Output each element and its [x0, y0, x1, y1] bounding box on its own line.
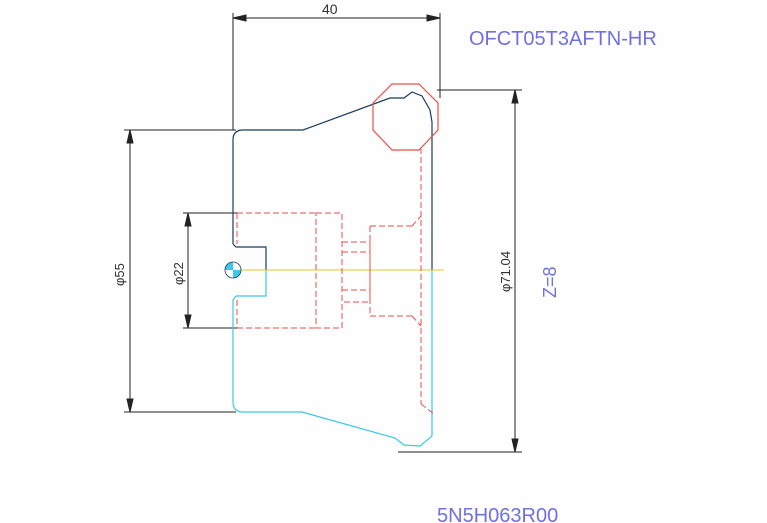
cutting-diameter-dimension [398, 89, 522, 453]
width-dimension-label: 40 [322, 1, 338, 17]
origin-marker [224, 261, 242, 279]
teeth-count-label: Z=8 [540, 266, 560, 298]
width-dimension [232, 13, 441, 130]
cutting-diameter-label: φ71.04 [498, 251, 513, 292]
tool-code-label: 5N5H063R00 [437, 505, 558, 523]
body-diameter-label: φ55 [112, 263, 127, 286]
keyway-upper [232, 243, 267, 270]
insert-code-label: OFCT05T3AFTN-HR [469, 28, 657, 50]
body-diameter-dimension [124, 129, 236, 413]
insert-octagon [372, 83, 439, 151]
body-outline-upper [232, 91, 433, 270]
body-outline-lower [232, 270, 433, 447]
bore-diameter-dimension [183, 212, 237, 329]
bore-diameter-label: φ22 [171, 262, 186, 285]
hidden-features [236, 148, 435, 415]
